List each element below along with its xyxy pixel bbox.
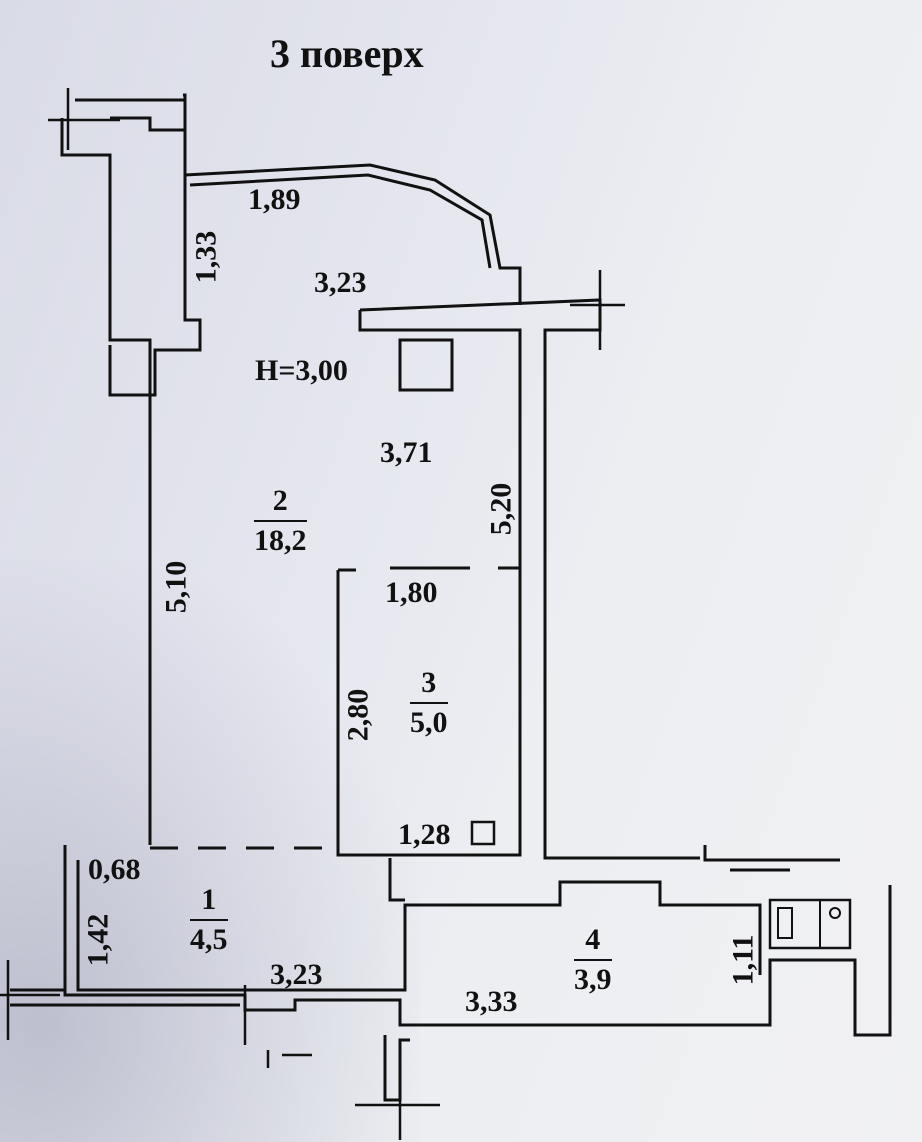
- right-corridor: [703, 845, 840, 872]
- room-area: 3,9: [574, 963, 612, 996]
- wall-top-left-block: [75, 98, 202, 397]
- room-number: 3: [410, 668, 448, 704]
- room-label-1: 1 4,5: [190, 885, 228, 955]
- bathroom-top-mark: [336, 566, 520, 605]
- balcony-wall-inner: [189, 173, 492, 269]
- room-label-4: 4 3,9: [574, 925, 612, 995]
- dimension-label: 3,33: [465, 985, 518, 1018]
- dimension-label: 1,33: [189, 230, 223, 284]
- room-number: 1: [190, 885, 228, 921]
- vent-shaft: [398, 338, 454, 392]
- room-area: 18,2: [254, 524, 307, 557]
- dimension-label: 3,23: [314, 266, 367, 299]
- dimension-label: 3,23: [270, 958, 323, 991]
- dimension-label: 5,10: [159, 560, 193, 614]
- wall-left-inner: [110, 93, 187, 132]
- wall-top-partition-inner: [336, 310, 522, 857]
- dimension-label: 5,20: [484, 482, 518, 536]
- dimension-label: 1,11: [726, 934, 760, 986]
- ceiling-height-label: H=3,00: [255, 354, 348, 387]
- room-label-2: 2 18,2: [254, 486, 307, 556]
- bathroom-vent: [470, 820, 496, 846]
- dimension-label: 1,42: [81, 913, 115, 967]
- photo-shadow: [0, 560, 420, 1142]
- room-number: 4: [574, 925, 612, 961]
- room-label-3: 3 5,0: [410, 668, 448, 738]
- plan-title: 3 поверх: [270, 31, 424, 76]
- wall-bottom: [10, 988, 410, 1102]
- dimension-label: 3,71: [380, 436, 433, 469]
- dimension-label: 1,28: [398, 818, 451, 851]
- room-number: 2: [254, 486, 307, 522]
- hall-wall-inner: [76, 860, 762, 992]
- room-area: 5,0: [410, 706, 448, 739]
- balcony-wall-outer: [184, 163, 522, 305]
- wall-top-partition: [359, 298, 700, 860]
- dimension-label: 1,80: [385, 576, 438, 609]
- corridor-wall: [388, 858, 405, 902]
- room-area: 4,5: [190, 923, 228, 956]
- dimension-label: 2,80: [341, 688, 375, 742]
- dimension-label: 1,89: [248, 183, 301, 216]
- meter-box: [768, 898, 852, 950]
- dimension-label: 0,68: [88, 853, 141, 886]
- wall-left-outer: [60, 118, 152, 845]
